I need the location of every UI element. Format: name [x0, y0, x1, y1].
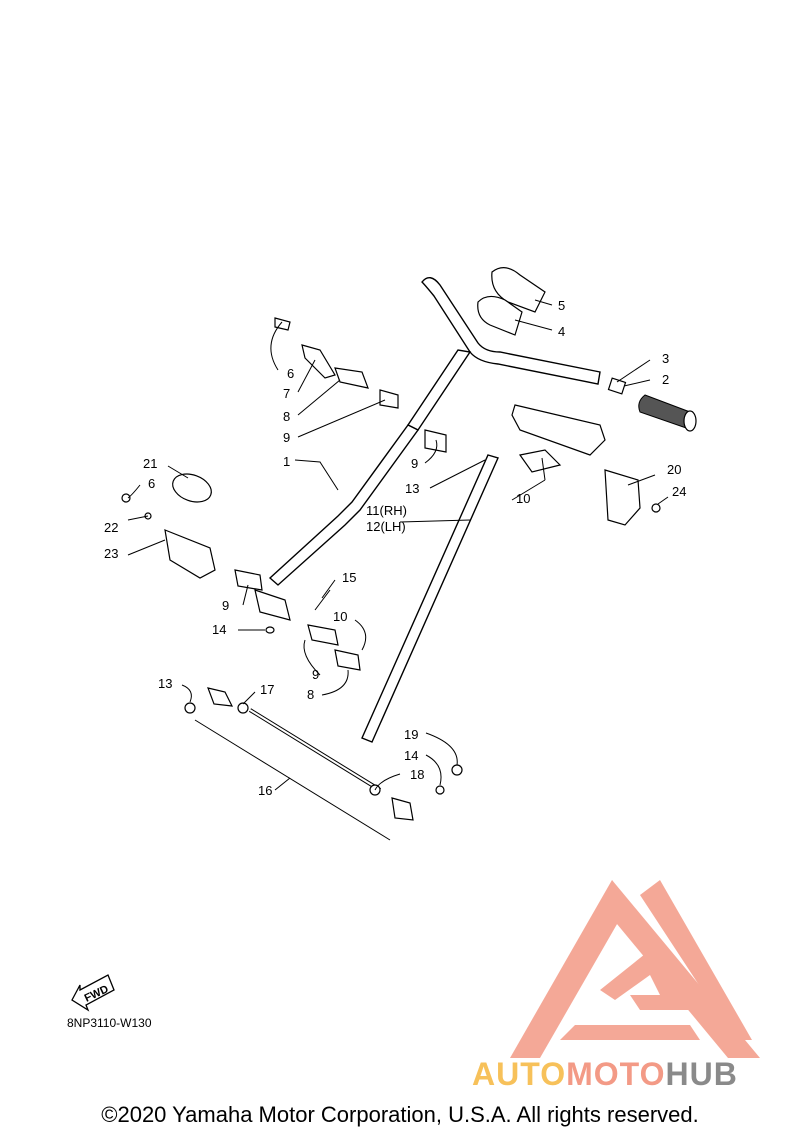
callout-9: 9 [222, 598, 229, 613]
callout-21: 21 [143, 456, 157, 471]
callout-3: 3 [662, 351, 669, 366]
callout-17: 17 [260, 682, 274, 697]
callout-4: 4 [558, 324, 565, 339]
callout-16: 16 [258, 783, 272, 798]
callout-9: 9 [411, 456, 418, 471]
watermark-text: AUTOMOTOHUB [472, 1056, 738, 1093]
callout-14: 14 [212, 622, 226, 637]
callout-6: 6 [148, 476, 155, 491]
lower-clamp [307, 624, 339, 646]
callout-7: 7 [283, 386, 290, 401]
callout-24: 24 [672, 484, 686, 499]
bolt-15 [314, 589, 331, 611]
clamp [379, 389, 399, 409]
callout-5: 5 [558, 298, 565, 313]
watermark-part-auto: AUTO [472, 1056, 567, 1092]
callout-22: 22 [104, 520, 118, 535]
callout-18: 18 [410, 767, 424, 782]
nut [651, 503, 661, 513]
clamp [301, 344, 336, 379]
grip [638, 394, 697, 432]
callout-11: 11(RH) [366, 503, 407, 518]
bolt [121, 493, 131, 503]
washer [265, 626, 275, 634]
callout-10: 10 [516, 491, 530, 506]
callout-23: 23 [104, 546, 118, 561]
clamp [424, 429, 447, 453]
mount-bracket [604, 469, 641, 526]
watermark-part-moto: MOTO [566, 1056, 666, 1092]
callout-13: 13 [158, 676, 172, 691]
grip-spacer [607, 377, 627, 395]
callout-8: 8 [283, 409, 290, 424]
fwd-arrow-icon: FWD [71, 974, 115, 1012]
hand-guard-cover [477, 267, 546, 336]
tie-rod [184, 687, 463, 821]
drawing-code: 8NP3110-W130 [67, 1016, 152, 1030]
lower-clamp [334, 649, 361, 671]
leader-lines [127, 299, 669, 841]
callout-6: 6 [287, 366, 294, 381]
callout-1: 1 [283, 454, 290, 469]
band [172, 473, 212, 503]
callout-14: 14 [404, 748, 418, 763]
handlebar [268, 277, 601, 586]
upper-plate [511, 404, 606, 473]
callout-9: 9 [283, 430, 290, 445]
callout-9: 9 [312, 667, 319, 682]
callout-12: 12(LH) [366, 519, 406, 534]
watermark-part-hub: HUB [665, 1056, 738, 1092]
stay-rod [361, 454, 499, 743]
callout-13: 13 [405, 481, 419, 496]
clamp [334, 367, 369, 389]
callout-8: 8 [307, 687, 314, 702]
bolt [274, 317, 291, 331]
callout-15: 15 [342, 570, 356, 585]
callout-20: 20 [667, 462, 681, 477]
copyright-notice: ©2020 Yamaha Motor Corporation, U.S.A. A… [101, 1102, 699, 1127]
watermark-logo [510, 880, 760, 1058]
lower-clamp [234, 569, 263, 591]
lower-clamp [254, 589, 291, 621]
callouts: 1 2 3 4 5 6 7 8 9 9 13 10 20 24 11(RH) 1… [104, 298, 686, 798]
left-bracket [164, 529, 216, 579]
callout-2: 2 [662, 372, 669, 387]
callout-19: 19 [404, 727, 418, 742]
callout-10: 10 [333, 609, 347, 624]
